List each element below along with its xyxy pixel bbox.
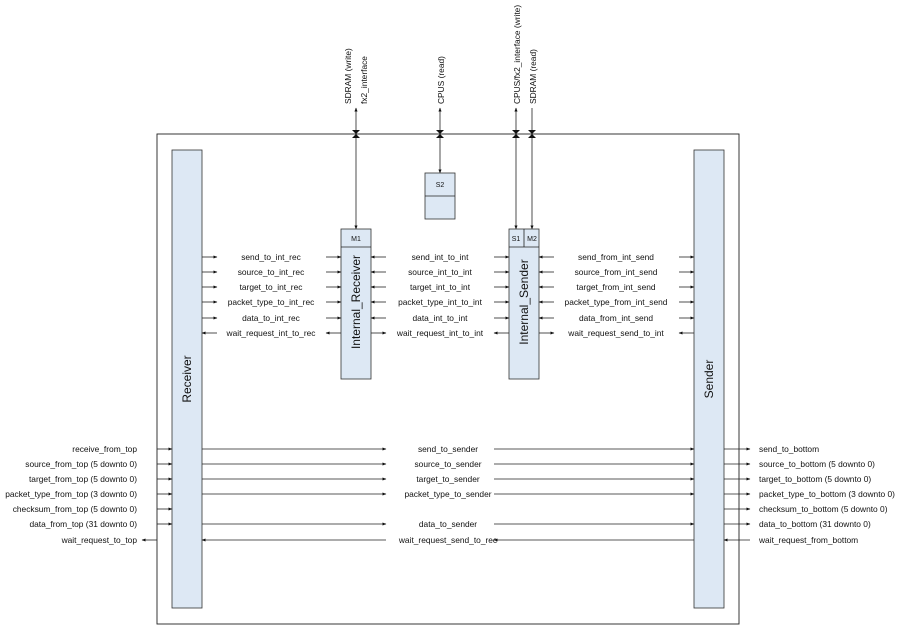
right-output-label: source_to_bottom (5 downto 0): [759, 459, 875, 469]
ir-to-is-group: send_int_to_int source_int_to_int target…: [370, 252, 510, 338]
is-to-sender-group: send_from_int_send source_from_int_send …: [538, 252, 695, 338]
receiver-block: [171, 149, 203, 609]
is-to-sender-label: target_from_int_send: [576, 282, 655, 292]
recv-to-ir-label: send_to_int_rec: [241, 252, 301, 262]
top-interface-lines: [352, 107, 536, 230]
s1-port-label: S1: [512, 236, 521, 243]
is-to-sender-label: data_from_int_send: [579, 313, 653, 323]
middle-label: send_to_sender: [418, 444, 478, 454]
recv-to-ir-group: send_to_int_rec source_to_int_rec target…: [201, 252, 342, 338]
middle-label: data_to_sender: [419, 519, 477, 529]
right-output-label: target_to_bottom (5 downto 0): [759, 474, 871, 484]
m2-port-label: M2: [527, 236, 537, 243]
cpus-fx2-write-label: CPUS/fx2_interface (write): [512, 5, 522, 104]
internal-receiver-block: [340, 228, 372, 380]
left-input-label: wait_request_to_top: [61, 535, 138, 545]
right-output-label: data_to_bottom (31 downto 0): [759, 519, 871, 529]
sdram-read-label: SDRAM (read): [528, 49, 538, 104]
middle-label: wait_request_send_to_rec: [398, 535, 497, 545]
sender-block: [693, 149, 725, 609]
fx2-interface-label: fx2_interface: [359, 56, 369, 104]
recv-to-ir-label: data_to_int_rec: [242, 313, 300, 323]
ir-to-is-label: data_int_to_int: [413, 313, 469, 323]
sender-label: Sender: [702, 360, 716, 399]
ir-to-is-label: source_int_to_int: [408, 267, 472, 277]
right-output-label: packet_type_to_bottom (3 downto 0): [759, 489, 895, 499]
right-output-label: wait_request_from_bottom: [758, 535, 858, 545]
left-input-label: source_from_top (5 downto 0): [25, 459, 137, 469]
left-input-label: packet_type_from_top (3 downto 0): [5, 489, 137, 499]
middle-label: target_to_sender: [416, 474, 480, 484]
ir-to-is-label: send_int_to_int: [412, 252, 469, 262]
left-inputs-group: receive_from_top source_from_top (5 down…: [5, 444, 173, 545]
is-to-sender-label: packet_type_from_int_send: [565, 297, 668, 307]
middle-label: packet_type_to_sender: [404, 489, 491, 499]
internal-sender-label: Internal_Sender: [517, 259, 531, 344]
recv-to-ir-label: source_to_int_rec: [238, 267, 305, 277]
recv-to-ir-label: packet_type_to_int_rec: [228, 297, 315, 307]
ir-to-is-label: wait_request_int_to_int: [396, 328, 484, 338]
recv-to-ir-label: target_to_int_rec: [240, 282, 303, 292]
left-input-label: checksum_from_top (5 downto 0): [13, 504, 137, 514]
s2-port-label: S2: [436, 182, 445, 189]
right-outputs-group: send_to_bottom source_to_bottom (5 downt…: [723, 444, 895, 545]
m1-port-label: M1: [351, 236, 361, 243]
ir-to-is-label: packet_type_int_to_int: [398, 297, 482, 307]
middle-group: send_to_sender source_to_sender target_t…: [201, 444, 695, 545]
middle-label: source_to_sender: [414, 459, 481, 469]
sdram-write-label: SDRAM (write): [343, 48, 353, 104]
recv-to-ir-label: wait_request_int_to_rec: [226, 328, 316, 338]
cpus-read-label: CPUS (read): [436, 56, 446, 104]
is-to-sender-label: send_from_int_send: [578, 252, 654, 262]
left-input-label: target_from_top (5 downto 0): [29, 474, 137, 484]
left-input-label: data_from_top (31 downto 0): [29, 519, 137, 529]
right-output-label: checksum_to_bottom (5 downto 0): [759, 504, 888, 514]
is-to-sender-label: wait_request_send_to_int: [567, 328, 664, 338]
is-to-sender-label: source_from_int_send: [575, 267, 658, 277]
ir-to-is-label: target_int_to_int: [410, 282, 471, 292]
internal-sender-block: [508, 228, 540, 380]
left-input-label: receive_from_top: [72, 444, 137, 454]
right-output-label: send_to_bottom: [759, 444, 819, 454]
receiver-label: Receiver: [180, 355, 194, 402]
internal-receiver-label: Internal_Receiver: [349, 255, 363, 349]
